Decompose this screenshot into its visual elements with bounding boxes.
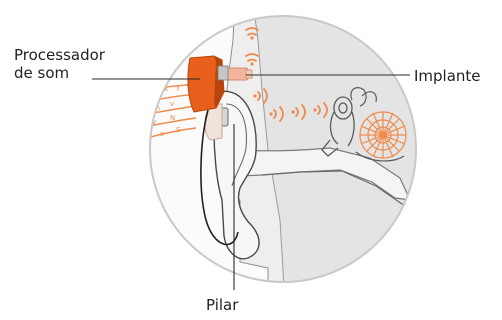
svg-text:y: y bbox=[176, 83, 180, 91]
processor-label-line2: de som bbox=[14, 64, 134, 82]
processor-label: Processador de som bbox=[14, 46, 134, 82]
svg-text:N: N bbox=[170, 114, 175, 122]
implant-label: Implante bbox=[414, 67, 481, 85]
svg-text:v: v bbox=[150, 88, 154, 96]
svg-text:x: x bbox=[160, 130, 164, 138]
implant bbox=[226, 68, 248, 80]
svg-text:v: v bbox=[170, 100, 174, 108]
svg-text:S: S bbox=[176, 126, 181, 134]
cochlea-icon bbox=[360, 112, 406, 158]
abutment-label: Pilar bbox=[206, 296, 238, 314]
processor-label-line1: Processador bbox=[14, 46, 134, 64]
